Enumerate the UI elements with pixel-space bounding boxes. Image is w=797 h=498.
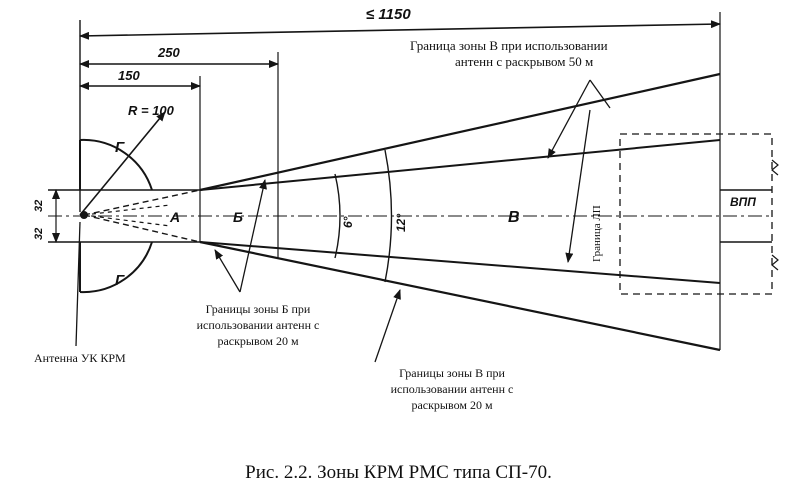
label-zone-v-20-line3: раскрывом 20 м: [411, 398, 492, 412]
zone-vpp: ВПП: [730, 195, 756, 209]
dimension-lines: [79, 12, 721, 350]
label-zone-v-50-line2: антенн с раскрывом 50 м: [455, 54, 593, 69]
label-antenna: Антенна УК КРМ: [34, 351, 126, 365]
label-zone-v-20-line2: использовании антенн с: [391, 382, 514, 396]
label-zone-b-20-line1: Границы зоны Б при: [206, 302, 311, 316]
angle-b: 6°: [341, 216, 355, 228]
zone-v: В: [508, 209, 520, 226]
label-zone-v-50-line1: Граница зоны В при использовании: [410, 38, 608, 53]
dim-radius: R = 100: [128, 103, 175, 118]
runway-area: [619, 133, 779, 295]
label-lp-boundary: Граница ЛП: [591, 205, 603, 262]
angle-arcs: [334, 149, 393, 283]
angle-v: 12°: [394, 214, 408, 232]
leader-lines: [75, 79, 611, 363]
dim-250: 250: [157, 45, 180, 60]
figure-caption: Рис. 2.2. Зоны КРМ РМС типа СП-70.: [245, 462, 552, 483]
label-zone-b-20-line2: использовании антенн с: [197, 318, 320, 332]
dim-150: 150: [118, 68, 140, 83]
zone-g-upper: Г: [115, 139, 125, 156]
label-zone-b-20-line3: раскрывом 20 м: [217, 334, 298, 348]
zone-b: Б: [233, 209, 243, 225]
zone-g-lower: Г: [115, 272, 125, 289]
dim-half-width-upper: 32: [33, 200, 45, 212]
antenna-beams: [80, 189, 201, 243]
label-zone-v-20-line1: Границы зоны В при: [399, 366, 505, 380]
dim-half-width-lower: 32: [33, 228, 45, 240]
dim-total: ≤ 1150: [366, 6, 411, 23]
zone-g-sectors: [79, 111, 166, 294]
zone-a: А: [169, 209, 180, 225]
center-band: [48, 189, 770, 243]
zone-boundaries: [199, 72, 721, 352]
